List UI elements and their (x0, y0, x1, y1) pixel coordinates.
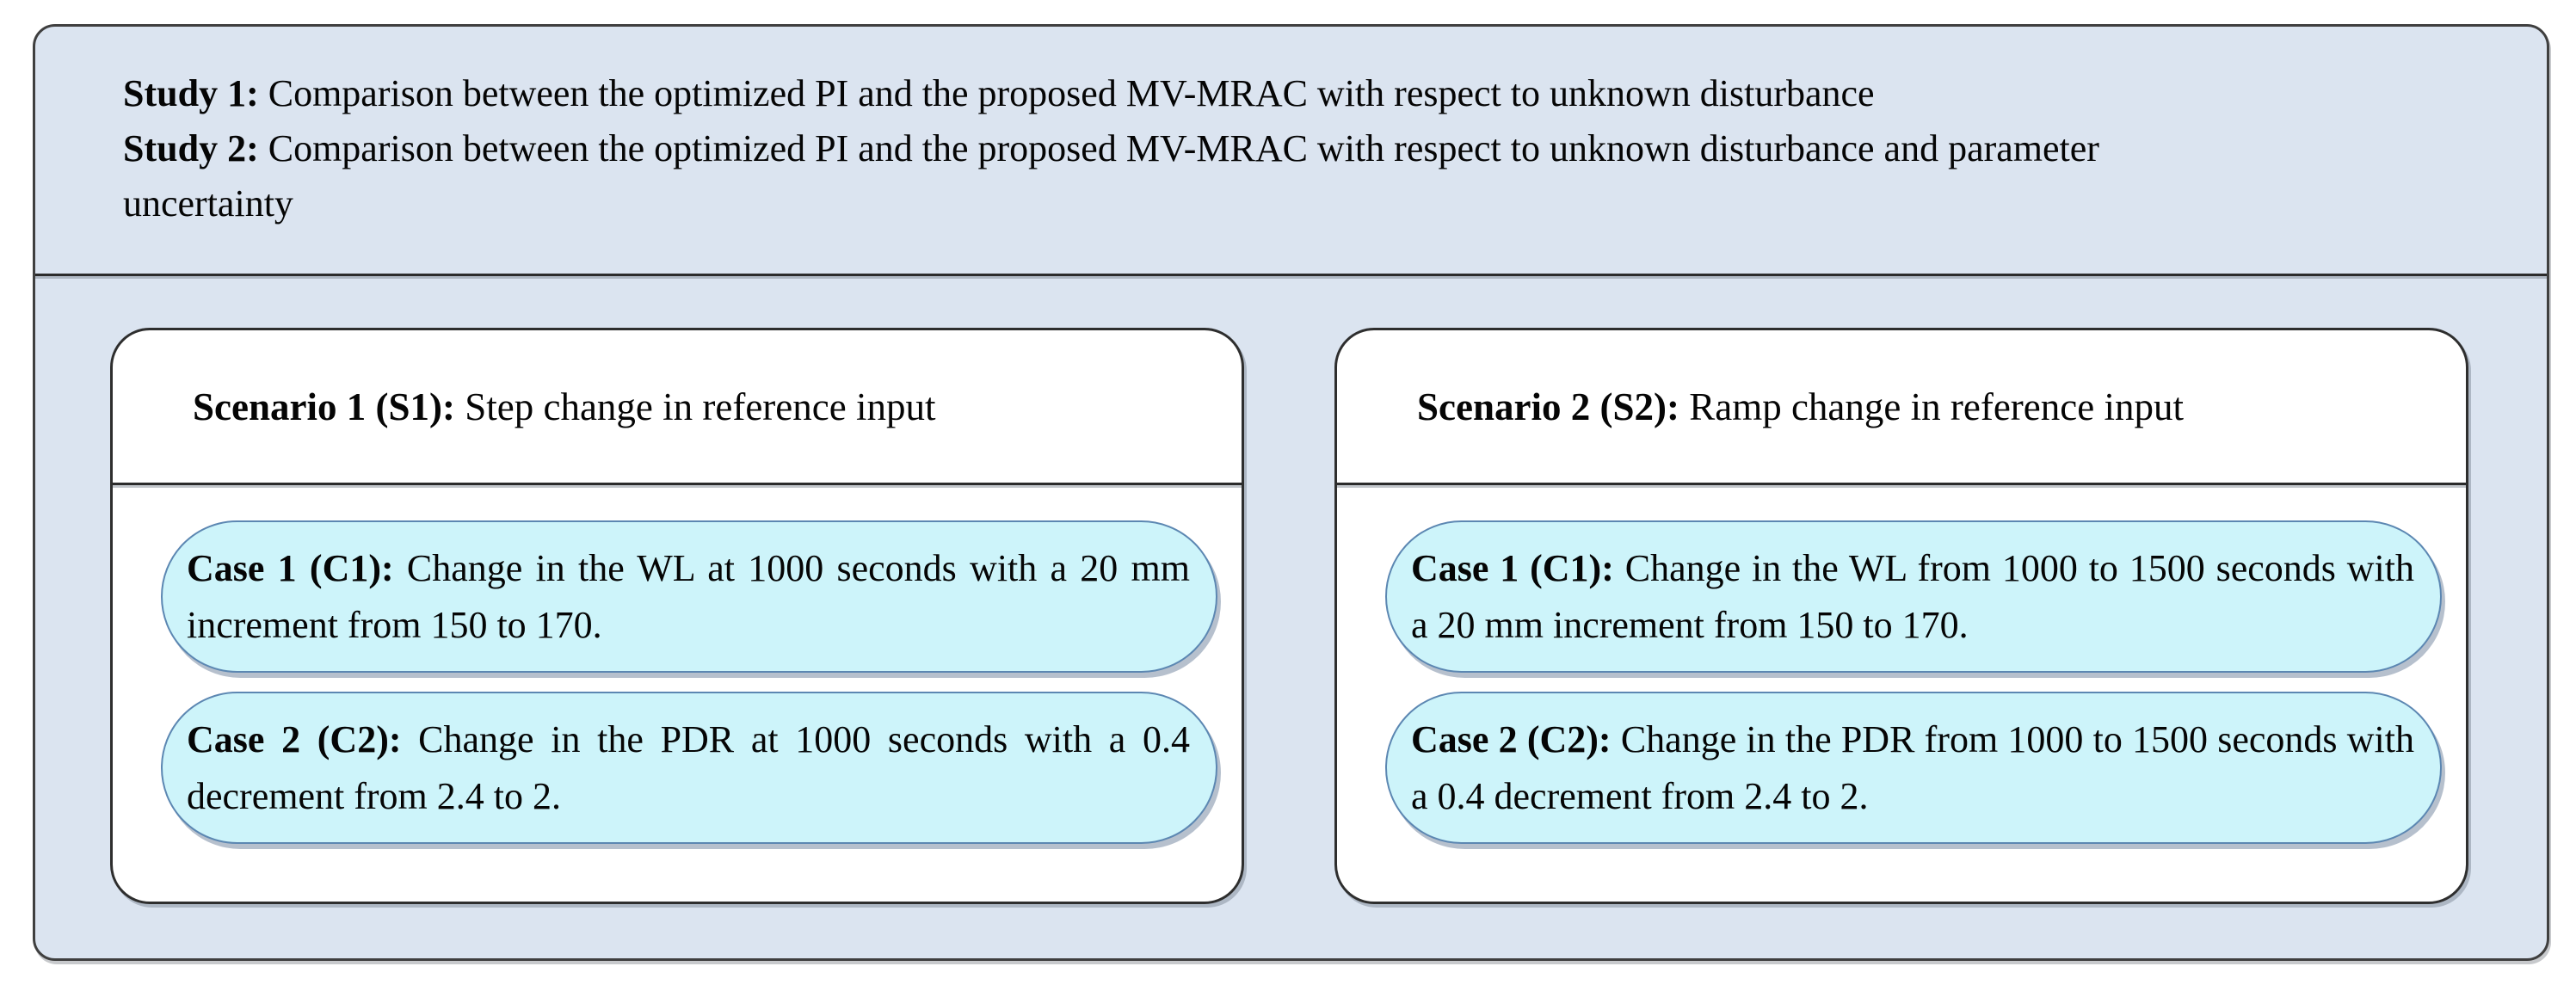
scenario-1-case-1-text: Change in the WL at 1000 seconds with a … (187, 546, 1190, 646)
study-1-line: Study 1: Comparison between the optimize… (123, 66, 2197, 121)
scenario-2-panel: Scenario 2 (S2): Ramp change in referenc… (1334, 328, 2468, 904)
study-2-label: Study 2: (123, 127, 259, 169)
scenario-1-case-1-line: Case 1 (C1): Change in the WL at 1000 se… (187, 540, 1190, 654)
scenario-1-case-2-text: Change in the PDR at 1000 seconds with a… (187, 717, 1190, 817)
scenario-2-title-label: Scenario 2 (S2): (1417, 385, 1679, 428)
scenario-2-case-1-text: Change in the WL from 1000 to 1500 secon… (1411, 546, 2414, 646)
study-2-text: Comparison between the optimized PI and … (123, 127, 2099, 225)
scenario-2-title-line: Scenario 2 (S2): Ramp change in referenc… (1417, 385, 2184, 429)
scenario-2-case-2-text: Change in the PDR from 1000 to 1500 seco… (1411, 717, 2414, 817)
scenario-1-case-1-label: Case 1 (C1): (187, 546, 394, 589)
study-1-label: Study 1: (123, 72, 259, 114)
studies-header: Study 1: Comparison between the optimize… (123, 66, 2197, 231)
scenario-2-case-1-line: Case 1 (C1): Change in the WL from 1000 … (1411, 540, 2414, 654)
scenario-2-case-2-pill: Case 2 (C2): Change in the PDR from 1000… (1385, 692, 2442, 844)
scenario-2-title-text: Ramp change in reference input (1689, 385, 2184, 428)
scenario-1-panel: Scenario 1 (S1): Step change in referenc… (110, 328, 1244, 904)
scenario-2-case-1-pill: Case 1 (C1): Change in the WL from 1000 … (1385, 520, 2442, 673)
scenario-1-divider (113, 483, 1242, 485)
scenario-1-title-line: Scenario 1 (S1): Step change in referenc… (193, 385, 935, 429)
scenario-1-title-text: Step change in reference input (465, 385, 936, 428)
scenario-1-case-2-pill: Case 2 (C2): Change in the PDR at 1000 s… (161, 692, 1217, 844)
study-1-text: Comparison between the optimized PI and … (268, 72, 1875, 114)
scenario-2-divider (1337, 483, 2466, 485)
study-2-line: Study 2: Comparison between the optimize… (123, 121, 2197, 231)
scenario-1-case-2-label: Case 2 (C2): (187, 717, 402, 760)
header-divider (35, 274, 2547, 276)
scenario-1-case-2-line: Case 2 (C2): Change in the PDR at 1000 s… (187, 711, 1190, 825)
scenario-2-case-2-label: Case 2 (C2): (1411, 717, 1612, 760)
scenario-1-title: Scenario 1 (S1): Step change in referenc… (113, 330, 1242, 483)
studies-container: Study 1: Comparison between the optimize… (33, 24, 2549, 961)
scenario-1-title-label: Scenario 1 (S1): (193, 385, 455, 428)
scenario-2-case-2-line: Case 2 (C2): Change in the PDR from 1000… (1411, 711, 2414, 825)
scenario-2-title: Scenario 2 (S2): Ramp change in referenc… (1337, 330, 2466, 483)
scenario-2-case-1-label: Case 1 (C1): (1411, 546, 1614, 589)
scenario-1-case-1-pill: Case 1 (C1): Change in the WL at 1000 se… (161, 520, 1217, 673)
